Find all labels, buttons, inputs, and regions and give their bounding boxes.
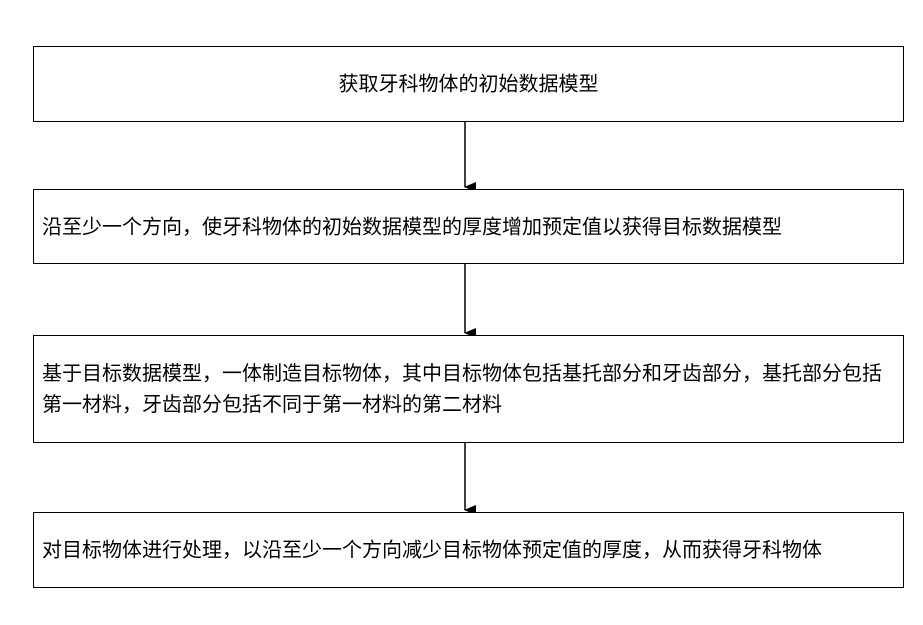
- flow-step-1-text: 获取牙科物体的初始数据模型: [42, 69, 895, 100]
- flow-step-3-text: 基于目标数据模型，一体制造目标物体，其中目标物体包括基托部分和牙齿部分，基托部分…: [42, 358, 895, 420]
- flow-step-2-text: 沿至少一个方向，使牙科物体的初始数据模型的厚度增加预定值以获得目标数据模型: [42, 211, 895, 242]
- flow-step-2: 沿至少一个方向，使牙科物体的初始数据模型的厚度增加预定值以获得目标数据模型: [33, 189, 904, 264]
- flow-step-4: 对目标物体进行处理，以沿至少一个方向减少目标物体预定值的厚度，从而获得牙科物体: [33, 512, 904, 588]
- flow-step-3: 基于目标数据模型，一体制造目标物体，其中目标物体包括基托部分和牙齿部分，基托部分…: [33, 335, 904, 443]
- flow-step-1: 获取牙科物体的初始数据模型: [33, 46, 904, 122]
- flow-step-4-text: 对目标物体进行处理，以沿至少一个方向减少目标物体预定值的厚度，从而获得牙科物体: [42, 535, 895, 566]
